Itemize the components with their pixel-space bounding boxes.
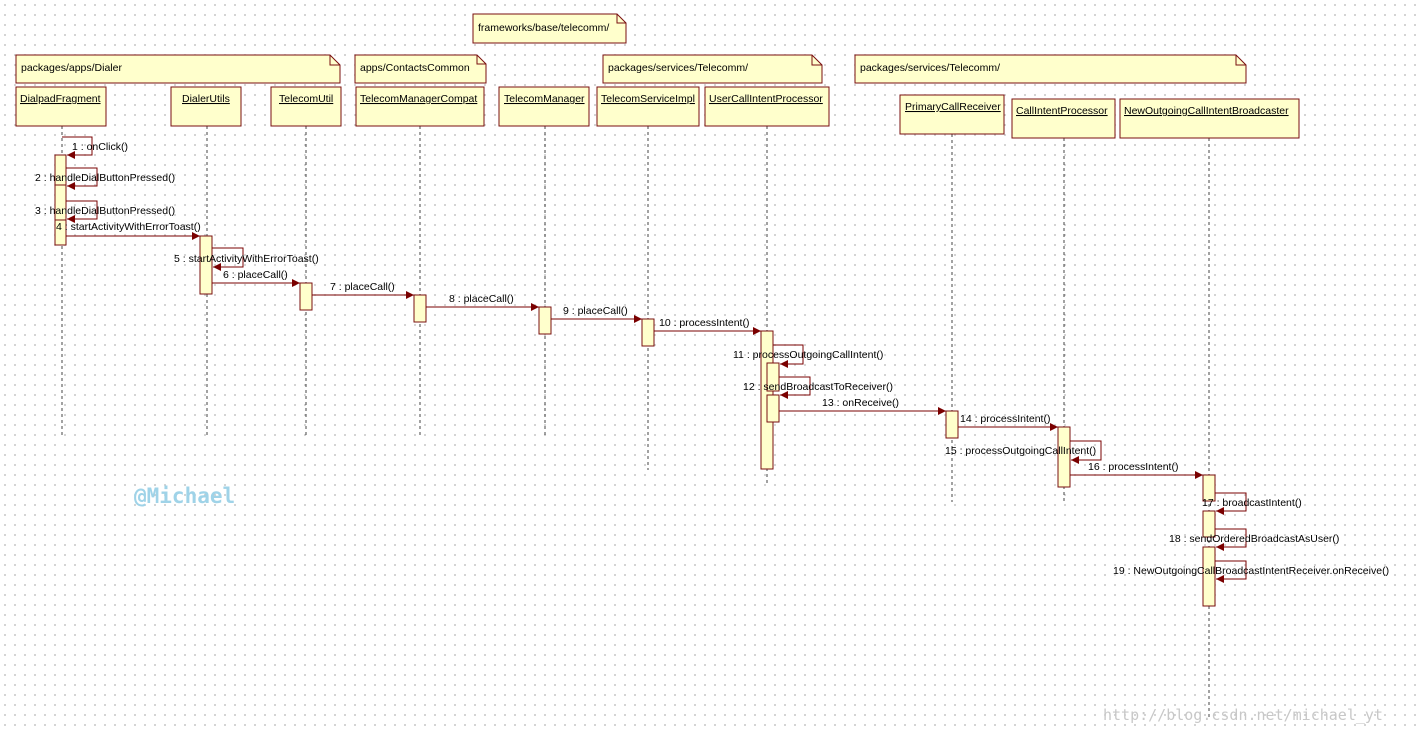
message-label-8: 8 : placeCall() [449,293,514,305]
activation-bar [199,235,213,295]
lifeline-name: TelecomManagerCompat [360,93,477,105]
package-label: apps/ContactsCommon [360,62,470,74]
message-arrow-3 [66,200,98,223]
lifeline-name: DialpadFragment [20,93,101,105]
activation-bar [299,282,313,311]
activation-bar [1202,510,1216,538]
activation-bar [54,184,67,221]
lifeline-head-telecom-util: TelecomUtil [270,86,342,127]
message-label-16: 16 : processIntent() [1088,461,1178,473]
activation-bar [945,410,959,439]
package-label: packages/apps/Dialer [21,62,122,74]
activation-bar [1057,426,1071,488]
activation-bar [1202,474,1216,502]
message-label-6: 6 : placeCall() [223,269,288,281]
message-arrow-12 [779,376,811,399]
package-frameworks-base-telecomm: frameworks/base/telecomm/ [472,13,627,44]
activation-bar [641,318,655,347]
lifeline-head-new-outgoing-call-intent-broadcaster: NewOutgoingCallIntentBroadcaster [1119,98,1300,139]
message-label-11: 11 : processOutgoingCallIntent() [733,349,883,361]
message-label-13: 13 : onReceive() [822,397,899,409]
message-label-4: 4 : startActivityWithErrorToast() [56,221,201,233]
url-watermark: http://blog.csdn.net/michael_yt [1103,706,1383,724]
message-label-2: 2 : handleDialButtonPressed() [35,172,175,184]
message-arrow-19 [1215,560,1247,583]
lifeline-head-telecom-manager-compat: TelecomManagerCompat [355,86,485,127]
lifeline-name: PrimaryCallReceiver [905,101,1001,113]
activation-bar [766,394,780,423]
activation-bar [413,294,427,323]
message-arrow-15 [1070,440,1102,464]
message-arrow-17 [1215,492,1247,515]
lifeline-name: NewOutgoingCallIntentBroadcaster [1124,105,1289,117]
lifeline-head-user-call-intent-processor: UserCallIntentProcessor [704,86,830,127]
message-arrow-18 [1215,528,1247,551]
message-label-19: 19 : NewOutgoingCallBroadcastIntentRecei… [1113,565,1389,577]
message-label-17: 17 : broadcastIntent() [1202,497,1302,509]
lifeline-head-primary-call-receiver: PrimaryCallReceiver [899,94,1005,135]
activation-bar [538,306,552,335]
package-services-telecomm-1: packages/services/Telecomm/ [602,54,823,84]
author-watermark: @Michael [134,484,235,508]
message-label-1: 1 : onClick() [72,141,128,153]
lifeline-head-telecom-service-impl: TelecomServiceImpl [596,86,700,127]
package-label: packages/services/Telecomm/ [860,62,1000,74]
activation-bar [1202,546,1216,607]
lifeline-name: TelecomUtil [279,93,333,105]
lifeline-head-call-intent-processor: CallIntentProcessor [1011,98,1116,139]
message-label-15: 15 : processOutgoingCallIntent() [945,445,1096,457]
message-label-12: 12 : sendBroadcastToReceiver() [743,381,893,393]
message-arrow-11 [773,344,804,368]
lifeline-name: CallIntentProcessor [1016,105,1108,117]
lifeline-name: TelecomServiceImpl [601,93,695,105]
package-services-telecomm-2: packages/services/Telecomm/ [854,54,1247,84]
message-label-18: 18 : sendOrderedBroadcastAsUser() [1169,533,1339,545]
package-label: frameworks/base/telecomm/ [478,22,609,34]
lifeline-head-telecom-manager: TelecomManager [498,86,590,127]
message-arrow-5 [212,247,244,271]
message-label-14: 14 : processIntent() [960,413,1050,425]
message-arrow-1 [62,136,93,159]
package-apps-contacts-common: apps/ContactsCommon [354,54,487,84]
lifeline-head-dialer-utils: DialerUtils [170,86,242,127]
lifeline-name: TelecomManager [504,93,585,105]
package-packages-apps-dialer: packages/apps/Dialer [15,54,341,84]
message-label-10: 10 : processIntent() [659,317,749,329]
lifeline-head-dialpad-fragment: DialpadFragment [15,86,107,127]
message-label-7: 7 : placeCall() [330,281,395,293]
message-label-3: 3 : handleDialButtonPressed() [35,205,175,217]
message-arrow-2 [66,167,98,190]
lifeline-name: UserCallIntentProcessor [709,93,823,105]
lifeline-name: DialerUtils [182,93,230,105]
message-label-9: 9 : placeCall() [563,305,628,317]
package-label: packages/services/Telecomm/ [608,62,748,74]
message-label-5: 5 : startActivityWithErrorToast() [174,253,319,265]
